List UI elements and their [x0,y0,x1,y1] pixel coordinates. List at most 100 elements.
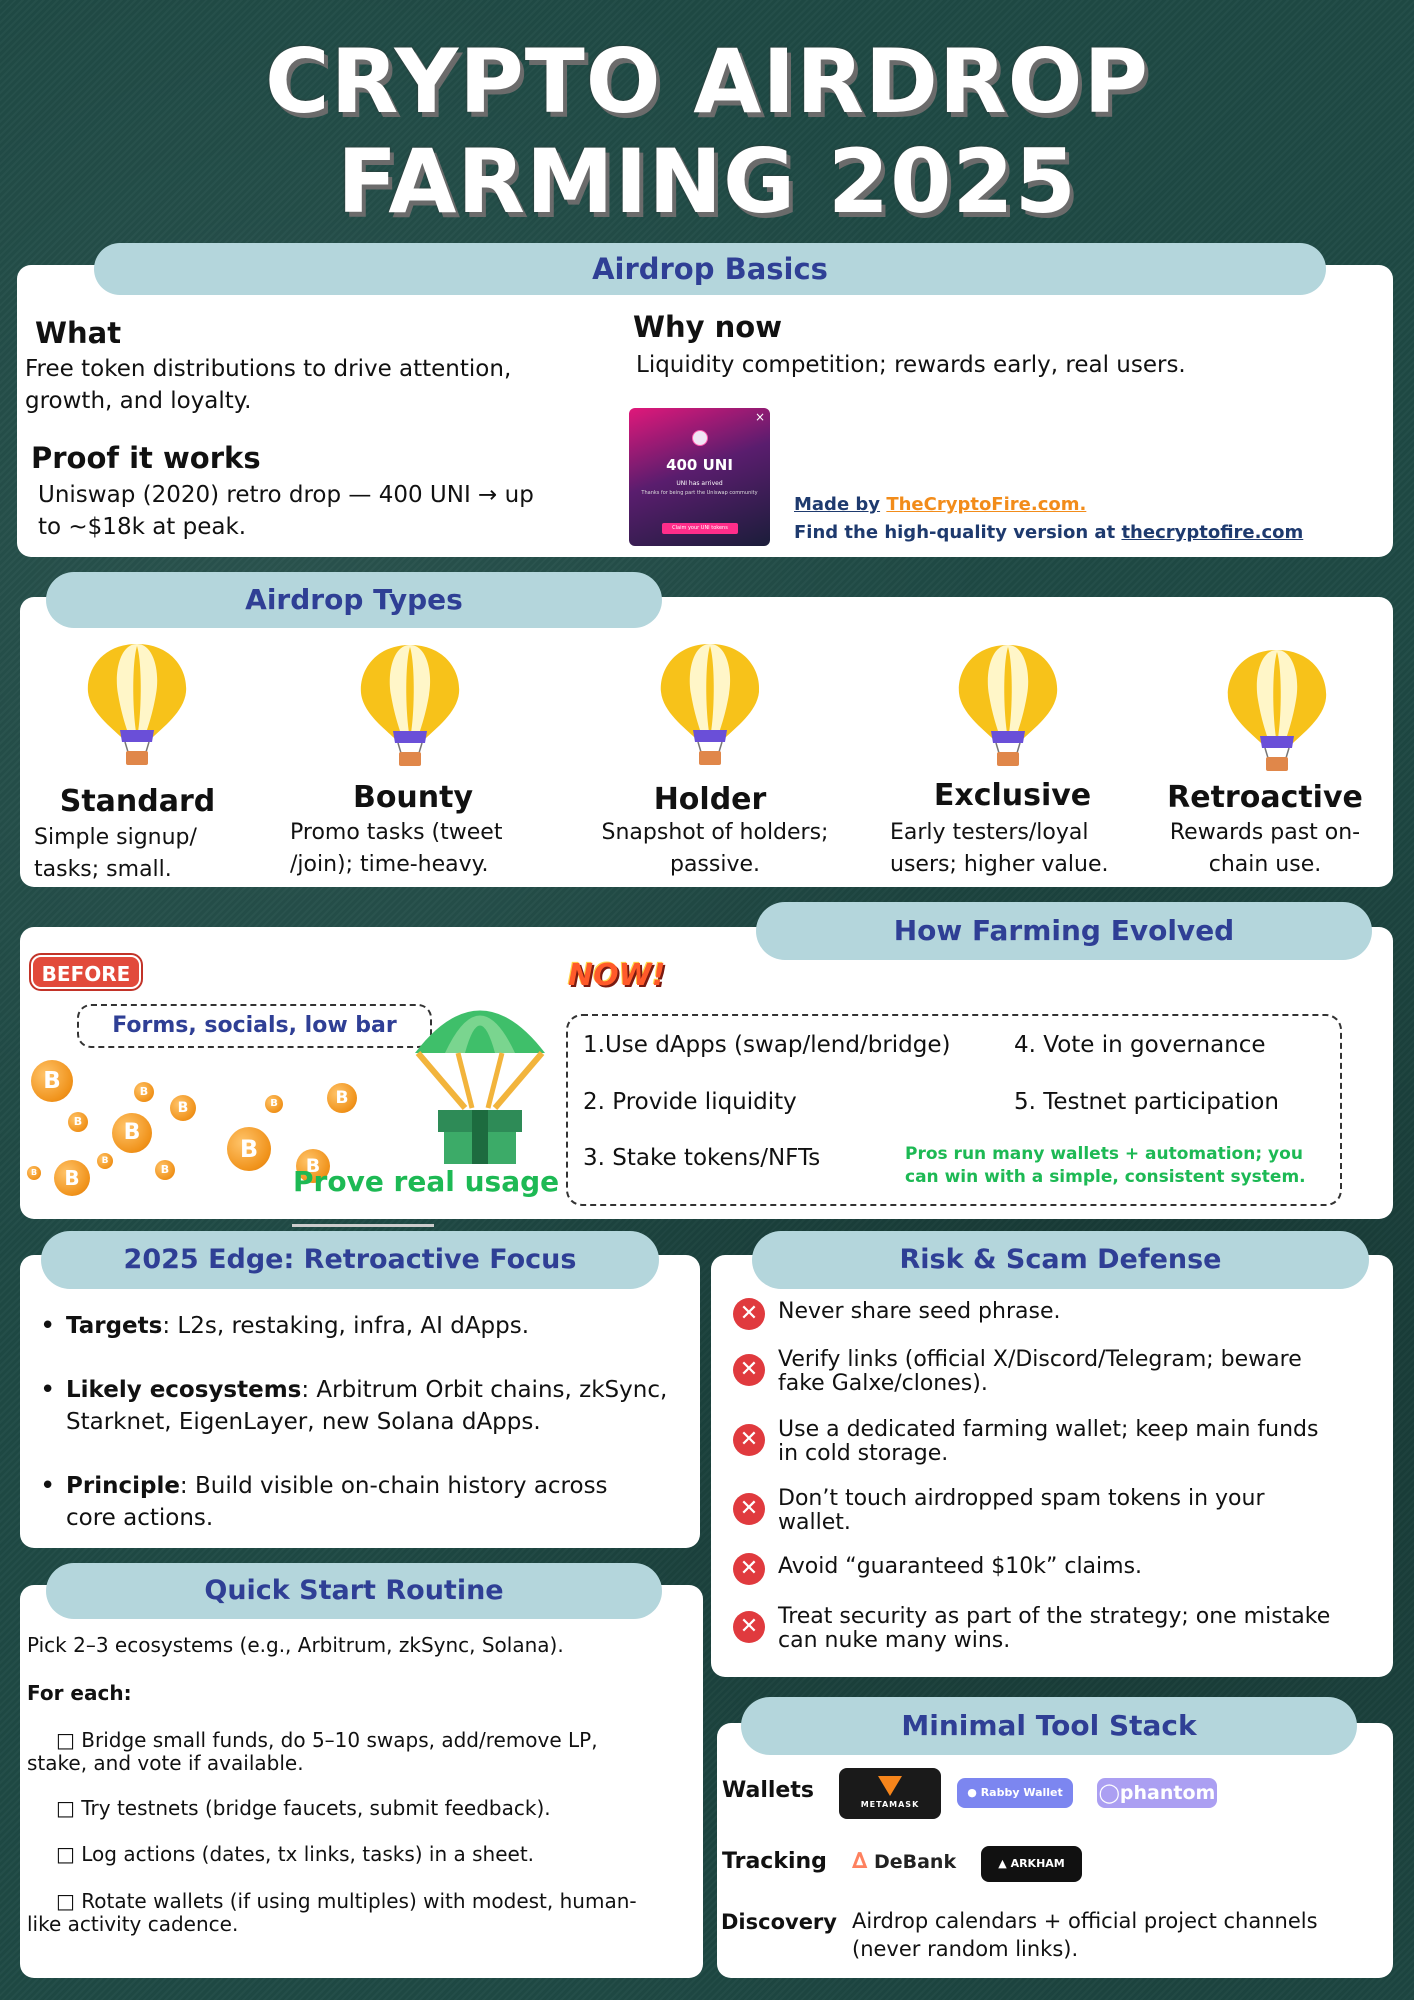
type-desc-bounty-2: /join); time-heavy. [290,852,489,877]
type-name-retroactive: Retroactive [1167,780,1363,815]
bitcoin-coin-icon: B [327,1083,357,1113]
type-name-exclusive: Exclusive [933,778,1092,813]
type-name-standard: Standard [59,784,216,819]
popup-amount: 400 UNI [666,456,733,474]
bitcoin-coin-icon: B [134,1082,154,1102]
prove-real-usage: Prove real usage [293,1165,560,1198]
discovery-text-2: (never random links). [852,1937,1079,1961]
discovery-label: Discovery [721,1910,837,1934]
credit-link-2[interactable]: thecryptofire.com [1121,522,1304,543]
quick-item-1b: stake, and vote if available. [27,1751,304,1775]
bitcoin-coin-icon: B [296,1149,330,1183]
before-text: Forms, socials, low bar [77,1004,432,1048]
type-desc-retroactive-1: Rewards past on- [1169,820,1361,845]
edge-b3-text-b: core actions. [66,1505,214,1531]
quick-item-2: □ Try testnets (bridge faucets, submit f… [56,1796,551,1820]
edge-b3-label: Principle [66,1473,180,1499]
proof-text-1: Uniswap (2020) retro drop — 400 UNI → up [38,482,534,508]
step-5: 5. Testnet participation [1014,1089,1279,1115]
edge-b1-label: Targets [66,1313,163,1339]
credit-line-2: Find the high-quality version at thecryp… [794,522,1303,543]
debank-label: DeBank [873,1851,957,1873]
credit-prefix: Made by [794,494,881,515]
type-desc-standard-1: Simple signup/ [34,825,197,850]
popup-line1: UNI has arrived [676,480,723,487]
metamask-logo[interactable]: METAMASK [839,1768,941,1819]
pros-note-1: Pros run many wallets + automation; you [905,1144,1303,1164]
x-circle-icon: ✕ [733,1611,765,1643]
tools-heading: Minimal Tool Stack [741,1697,1357,1755]
rabby-icon: ● [967,1786,977,1799]
why-title: Why now [633,310,782,344]
risk-item-6-line-1: Treat security as part of the strategy; … [778,1604,1331,1629]
risk-item-6-line-2: can nuke many wins. [778,1628,1011,1653]
step-1: 1.Use dApps (swap/lend/bridge) [583,1032,951,1058]
credit-line-1: Made by TheCryptoFire.com. [794,494,1086,515]
now-badge: NOW! [568,958,666,993]
discovery-text-1: Airdrop calendars + official project cha… [852,1909,1318,1933]
arkham-icon: ▲ [998,1857,1007,1870]
edge-b3-text-a: : Build visible on-chain history across [179,1473,608,1499]
metamask-label: METAMASK [860,1800,920,1809]
uni-logo-icon [692,430,708,446]
popup-line2: Thanks for being part the Uniswap commun… [641,490,758,496]
uni-airdrop-popup-image: × 400 UNI UNI has arrived Thanks for bei… [629,408,770,546]
quick-item-1a: □ Bridge small funds, do 5–10 swaps, add… [56,1728,598,1752]
risk-item-4-line-1: Don’t touch airdropped spam tokens in yo… [778,1486,1265,1511]
x-circle-icon: ✕ [733,1354,765,1386]
wallets-label: Wallets [722,1778,814,1803]
claim-button[interactable]: Claim your UNI tokens [662,523,738,534]
steps-box [566,1014,1342,1206]
balloon-icon-bounty [355,643,465,768]
prove-underline [292,1224,434,1227]
balloon-icon-holder [655,642,765,767]
type-desc-holder-2: passive. [669,852,761,877]
what-title: What [35,316,122,350]
arkham-logo[interactable]: ▲ ARKHAM [981,1846,1082,1882]
arkham-label: ARKHAM [1010,1857,1065,1870]
debank-icon: ∆ [852,1849,868,1874]
risk-item-3-line-2: in cold storage. [778,1441,949,1466]
bitcoin-coin-icon: B [54,1160,90,1196]
fox-icon [878,1776,902,1796]
what-text-2: growth, and loyalty. [25,388,252,414]
phantom-ghost-icon: ◯ [1098,1782,1120,1804]
credit-link[interactable]: TheCryptoFire.com. [886,494,1087,515]
risk-item-3-line-1: Use a dedicated farming wallet; keep mai… [778,1417,1319,1442]
page-title-line2: FARMING 2025 [337,130,1077,233]
edge-heading: 2025 Edge: Retroactive Focus [41,1231,659,1289]
parachute-gift-icon [415,1010,545,1164]
edge-b2-text-b: Starknet, EigenLayer, new Solana dApps. [66,1409,541,1435]
rabby-logo[interactable]: ● Rabby Wallet [957,1778,1073,1808]
before-badge: BEFORE [31,955,141,989]
credit-line2-text: Find the high-quality version at [794,522,1116,543]
debank-logo[interactable]: ∆ DeBank [852,1849,956,1874]
x-circle-icon: ✕ [733,1553,765,1585]
balloon-icon-standard [82,642,192,767]
quick-for-each: For each: [27,1681,132,1705]
bitcoin-coin-icon: B [265,1095,283,1113]
bitcoin-coin-icon: B [227,1127,271,1171]
edge-b2-text-a: : Arbitrum Orbit chains, zkSync, [301,1377,668,1403]
step-2: 2. Provide liquidity [583,1089,797,1115]
types-heading: Airdrop Types [46,572,662,628]
type-name-holder: Holder [653,782,767,817]
type-desc-standard-2: tasks; small. [34,857,172,882]
evolved-heading: How Farming Evolved [756,902,1372,960]
balloon-icon-exclusive [953,643,1063,768]
edge-b1-text: : L2s, restaking, infra, AI dApps. [162,1313,530,1339]
risk-item-2-line-2: fake Galxe/clones). [778,1371,988,1396]
risk-item-2-line-1: Verify links (official X/Discord/Telegra… [778,1347,1302,1372]
phantom-logo[interactable]: ◯phantom [1097,1778,1217,1808]
risk-heading: Risk & Scam Defense [752,1231,1369,1289]
quick-heading: Quick Start Routine [46,1563,662,1619]
quick-intro: Pick 2–3 ecosystems (e.g., Arbitrum, zkS… [27,1633,564,1657]
bitcoin-coin-icon: B [112,1113,152,1153]
x-circle-icon: ✕ [733,1424,765,1456]
edge-bullet-ecosystems: Likely ecosystems: Arbitrum Orbit chains… [40,1374,668,1407]
edge-bullet-targets: Targets: L2s, restaking, infra, AI dApps… [40,1310,530,1343]
why-text: Liquidity competition; rewards early, re… [636,352,1186,378]
edge-bullet-principle: Principle: Build visible on-chain histor… [40,1470,608,1503]
x-circle-icon: ✕ [733,1493,765,1525]
tracking-label: Tracking [722,1849,827,1874]
